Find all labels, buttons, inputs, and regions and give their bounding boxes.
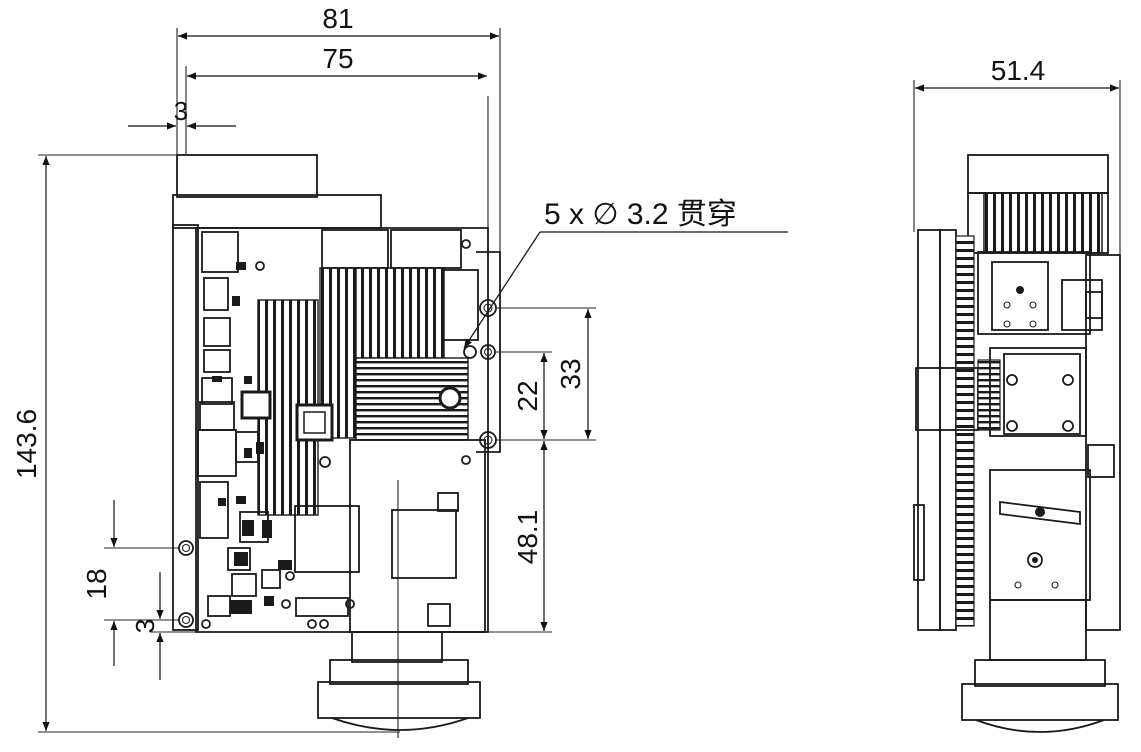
lens-assembly	[317, 480, 481, 738]
dim-lower-hole-height: 18	[81, 568, 112, 599]
dim-offset-left: 3	[174, 96, 188, 126]
dim-height-overall: 143.6	[11, 409, 42, 479]
board-components	[197, 231, 471, 629]
dim-hole-spacing-small: 22	[512, 380, 543, 411]
dim-edge-offset: 3	[130, 619, 160, 633]
dim-width-overall: 81	[322, 3, 353, 34]
dim-side-width: 51.4	[991, 55, 1046, 86]
side-dimensions: 51.4	[913, 55, 1121, 258]
front-view	[172, 96, 501, 738]
dim-hole-spacing-large: 33	[555, 358, 586, 389]
front-dimensions: 81 75 3 143.6 33 22 48.1 18	[11, 3, 788, 733]
side-view	[913, 154, 1121, 733]
hole-callout: 5 x ∅ 3.2 贯穿	[544, 198, 737, 231]
dim-hole-to-bottom: 48.1	[512, 510, 543, 565]
dim-width-inner: 75	[322, 43, 353, 74]
